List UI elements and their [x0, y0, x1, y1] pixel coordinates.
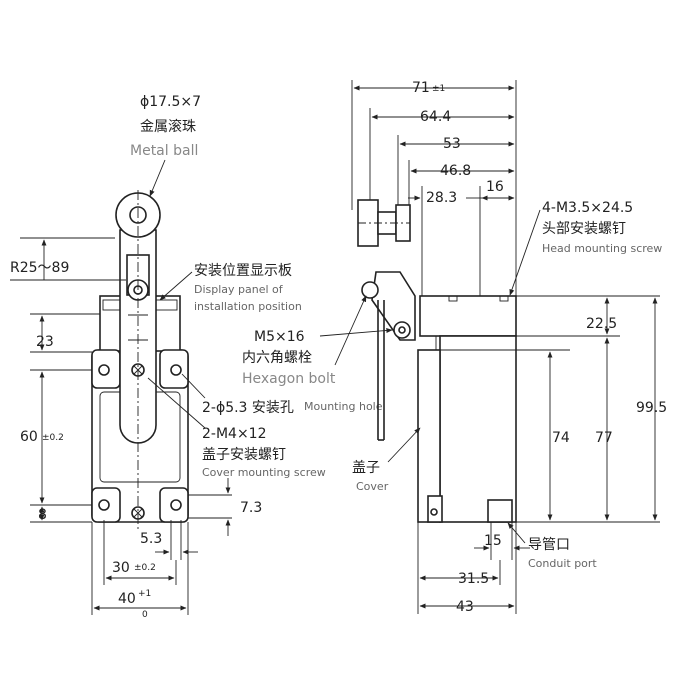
front-view	[91, 190, 189, 530]
dim-43: 43	[456, 599, 474, 615]
dim-15: 15	[484, 533, 502, 549]
display-panel-cn: 安装位置显示板	[194, 263, 292, 279]
ball-cn-label: 金属滚珠	[140, 118, 196, 135]
conduit-port-cn: 导管口	[528, 537, 570, 553]
side-view	[357, 199, 517, 523]
display-panel-en-2: installation position	[194, 300, 302, 313]
ball-dim-label: ϕ17.5×7	[140, 94, 201, 110]
side-housing	[439, 335, 517, 523]
head-screw-dim: 4-M3.5×24.5	[542, 200, 633, 216]
dim-77: 77	[595, 430, 613, 446]
ball-en-label: Metal ball	[130, 143, 198, 159]
hex-bolt-head	[393, 321, 411, 339]
dim-31-5: 31.5	[458, 571, 489, 587]
front-annotations: ϕ17.5×7 金属滚珠 Metal ball R25～89 安装位置显示板 D…	[10, 94, 383, 620]
dim-30-tol: ±0.2	[134, 563, 156, 573]
cover-screw-dim: 2-M4×12	[202, 426, 267, 442]
dim-74: 74	[552, 430, 570, 446]
dim-40-tol-upper: +1	[138, 589, 151, 599]
dim-40-tol-lower: 0	[142, 610, 148, 620]
dim-5-3: 5.3	[140, 531, 162, 547]
cover-en: Cover	[356, 480, 389, 493]
mounting-hole-top-left	[98, 364, 110, 376]
cover-screw-cn: 盖子安装螺钉	[202, 447, 286, 463]
head-screw-cn: 头部安装螺钉	[542, 221, 626, 237]
dim-28-3: 28.3	[426, 190, 457, 206]
dim-71-tol: ±1	[432, 84, 445, 94]
radius-label: R25～89	[10, 260, 69, 276]
dim-40: 40	[118, 591, 136, 607]
conduit-port-en: Conduit port	[528, 557, 597, 570]
dim-22-5: 22.5	[586, 316, 617, 332]
side-head-block	[419, 295, 517, 337]
dim-71: 71	[412, 80, 430, 96]
mounting-hole-en: Mounting hole	[304, 400, 383, 413]
dim-16: 16	[486, 179, 504, 195]
dim-60: 60	[20, 429, 38, 445]
hex-bolt-cn: 内六角螺栓	[242, 350, 312, 366]
hex-bolt-en: Hexagon bolt	[242, 371, 336, 387]
mounting-hole-bottom-right	[170, 499, 182, 511]
dim-53: 53	[443, 136, 461, 152]
dim-60-tol: ±0.2	[42, 433, 64, 443]
side-annotations: 71 ±1 64.4 53 46.8 28.3 16 4-M3.5×24.5 头…	[242, 80, 667, 615]
dim-99-5: 99.5	[636, 400, 667, 416]
dim-30: 30	[112, 560, 130, 576]
mounting-hole-top-right	[170, 364, 182, 376]
head-screw-en: Head mounting screw	[542, 242, 662, 255]
cover-cn: 盖子	[352, 460, 380, 476]
display-panel-en-1: Display panel of	[194, 283, 284, 296]
cover-screw-en: Cover mounting screw	[202, 466, 326, 479]
dim-64-4: 64.4	[420, 109, 451, 125]
dim-7-3: 7.3	[240, 500, 262, 516]
mounting-hole-cn: 2-ϕ5.3 安装孔	[202, 400, 294, 416]
dim-8: 8	[38, 507, 47, 523]
hex-bolt-dim: M5×16	[254, 329, 305, 345]
dim-23: 23	[36, 334, 54, 350]
dim-46-8: 46.8	[440, 163, 471, 179]
mounting-hole-bottom-left	[98, 499, 110, 511]
